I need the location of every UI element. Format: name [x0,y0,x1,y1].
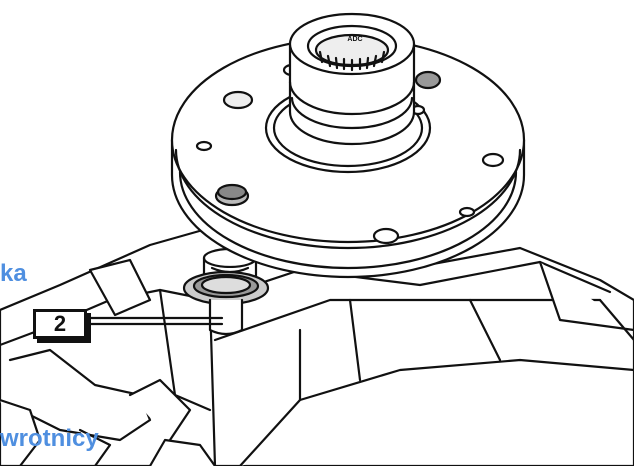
overlay-text-fragment-bottom: wrotnicy [0,425,99,452]
hub-stamp-text: ADC [347,36,363,43]
vise-block [0,226,634,466]
splined-hub-neck [288,12,416,146]
callout-number-box: 2 [33,309,87,339]
overlay-text-fragment-top: ka [0,260,27,287]
